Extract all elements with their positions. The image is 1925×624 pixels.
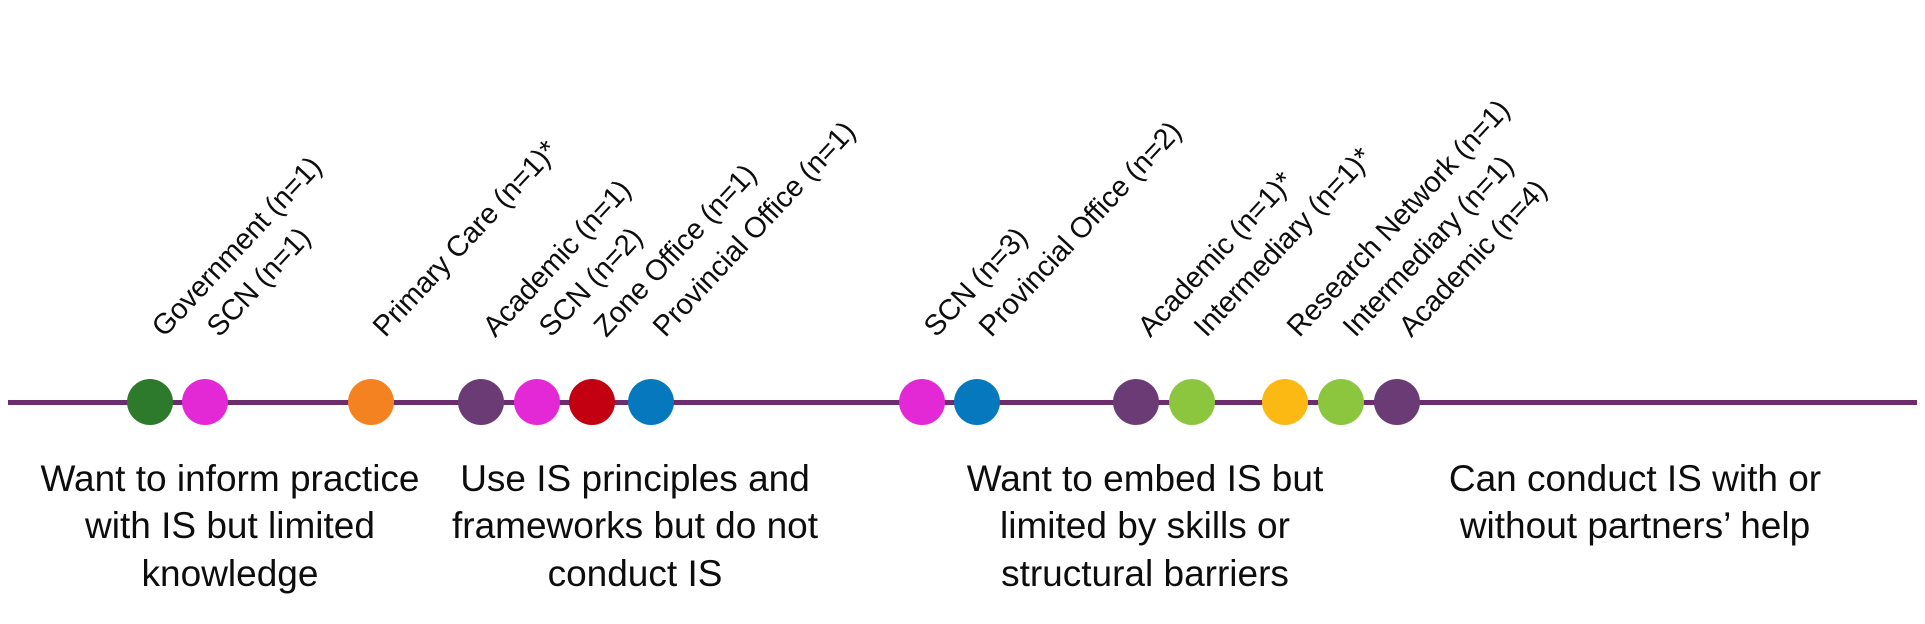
spectrum-dot xyxy=(1374,379,1420,425)
spectrum-stage-caption: Want to inform practice with IS but limi… xyxy=(40,458,420,594)
spectrum-dot xyxy=(127,379,173,425)
spectrum-dot xyxy=(458,379,504,425)
spectrum-dot xyxy=(1262,379,1308,425)
spectrum-dot xyxy=(348,379,394,425)
spectrum-stage-caption: Want to embed IS but limited by skills o… xyxy=(966,458,1324,594)
spectrum-dot xyxy=(1318,379,1364,425)
spectrum-dot xyxy=(182,379,228,425)
spectrum-dot xyxy=(899,379,945,425)
spectrum-dot xyxy=(954,379,1000,425)
spectrum-point-label: Primary Care (n=1)* xyxy=(366,134,565,344)
spectrum-dot xyxy=(1169,379,1215,425)
spectrum-dot xyxy=(628,379,674,425)
spectrum-dot xyxy=(1113,379,1159,425)
spectrum-dot xyxy=(569,379,615,425)
spectrum-stage-caption: Use IS principles and frameworks but do … xyxy=(451,458,819,594)
spectrum-dot xyxy=(514,379,560,425)
spectrum-stage-caption: Can conduct IS with or without partners’… xyxy=(1448,458,1822,547)
